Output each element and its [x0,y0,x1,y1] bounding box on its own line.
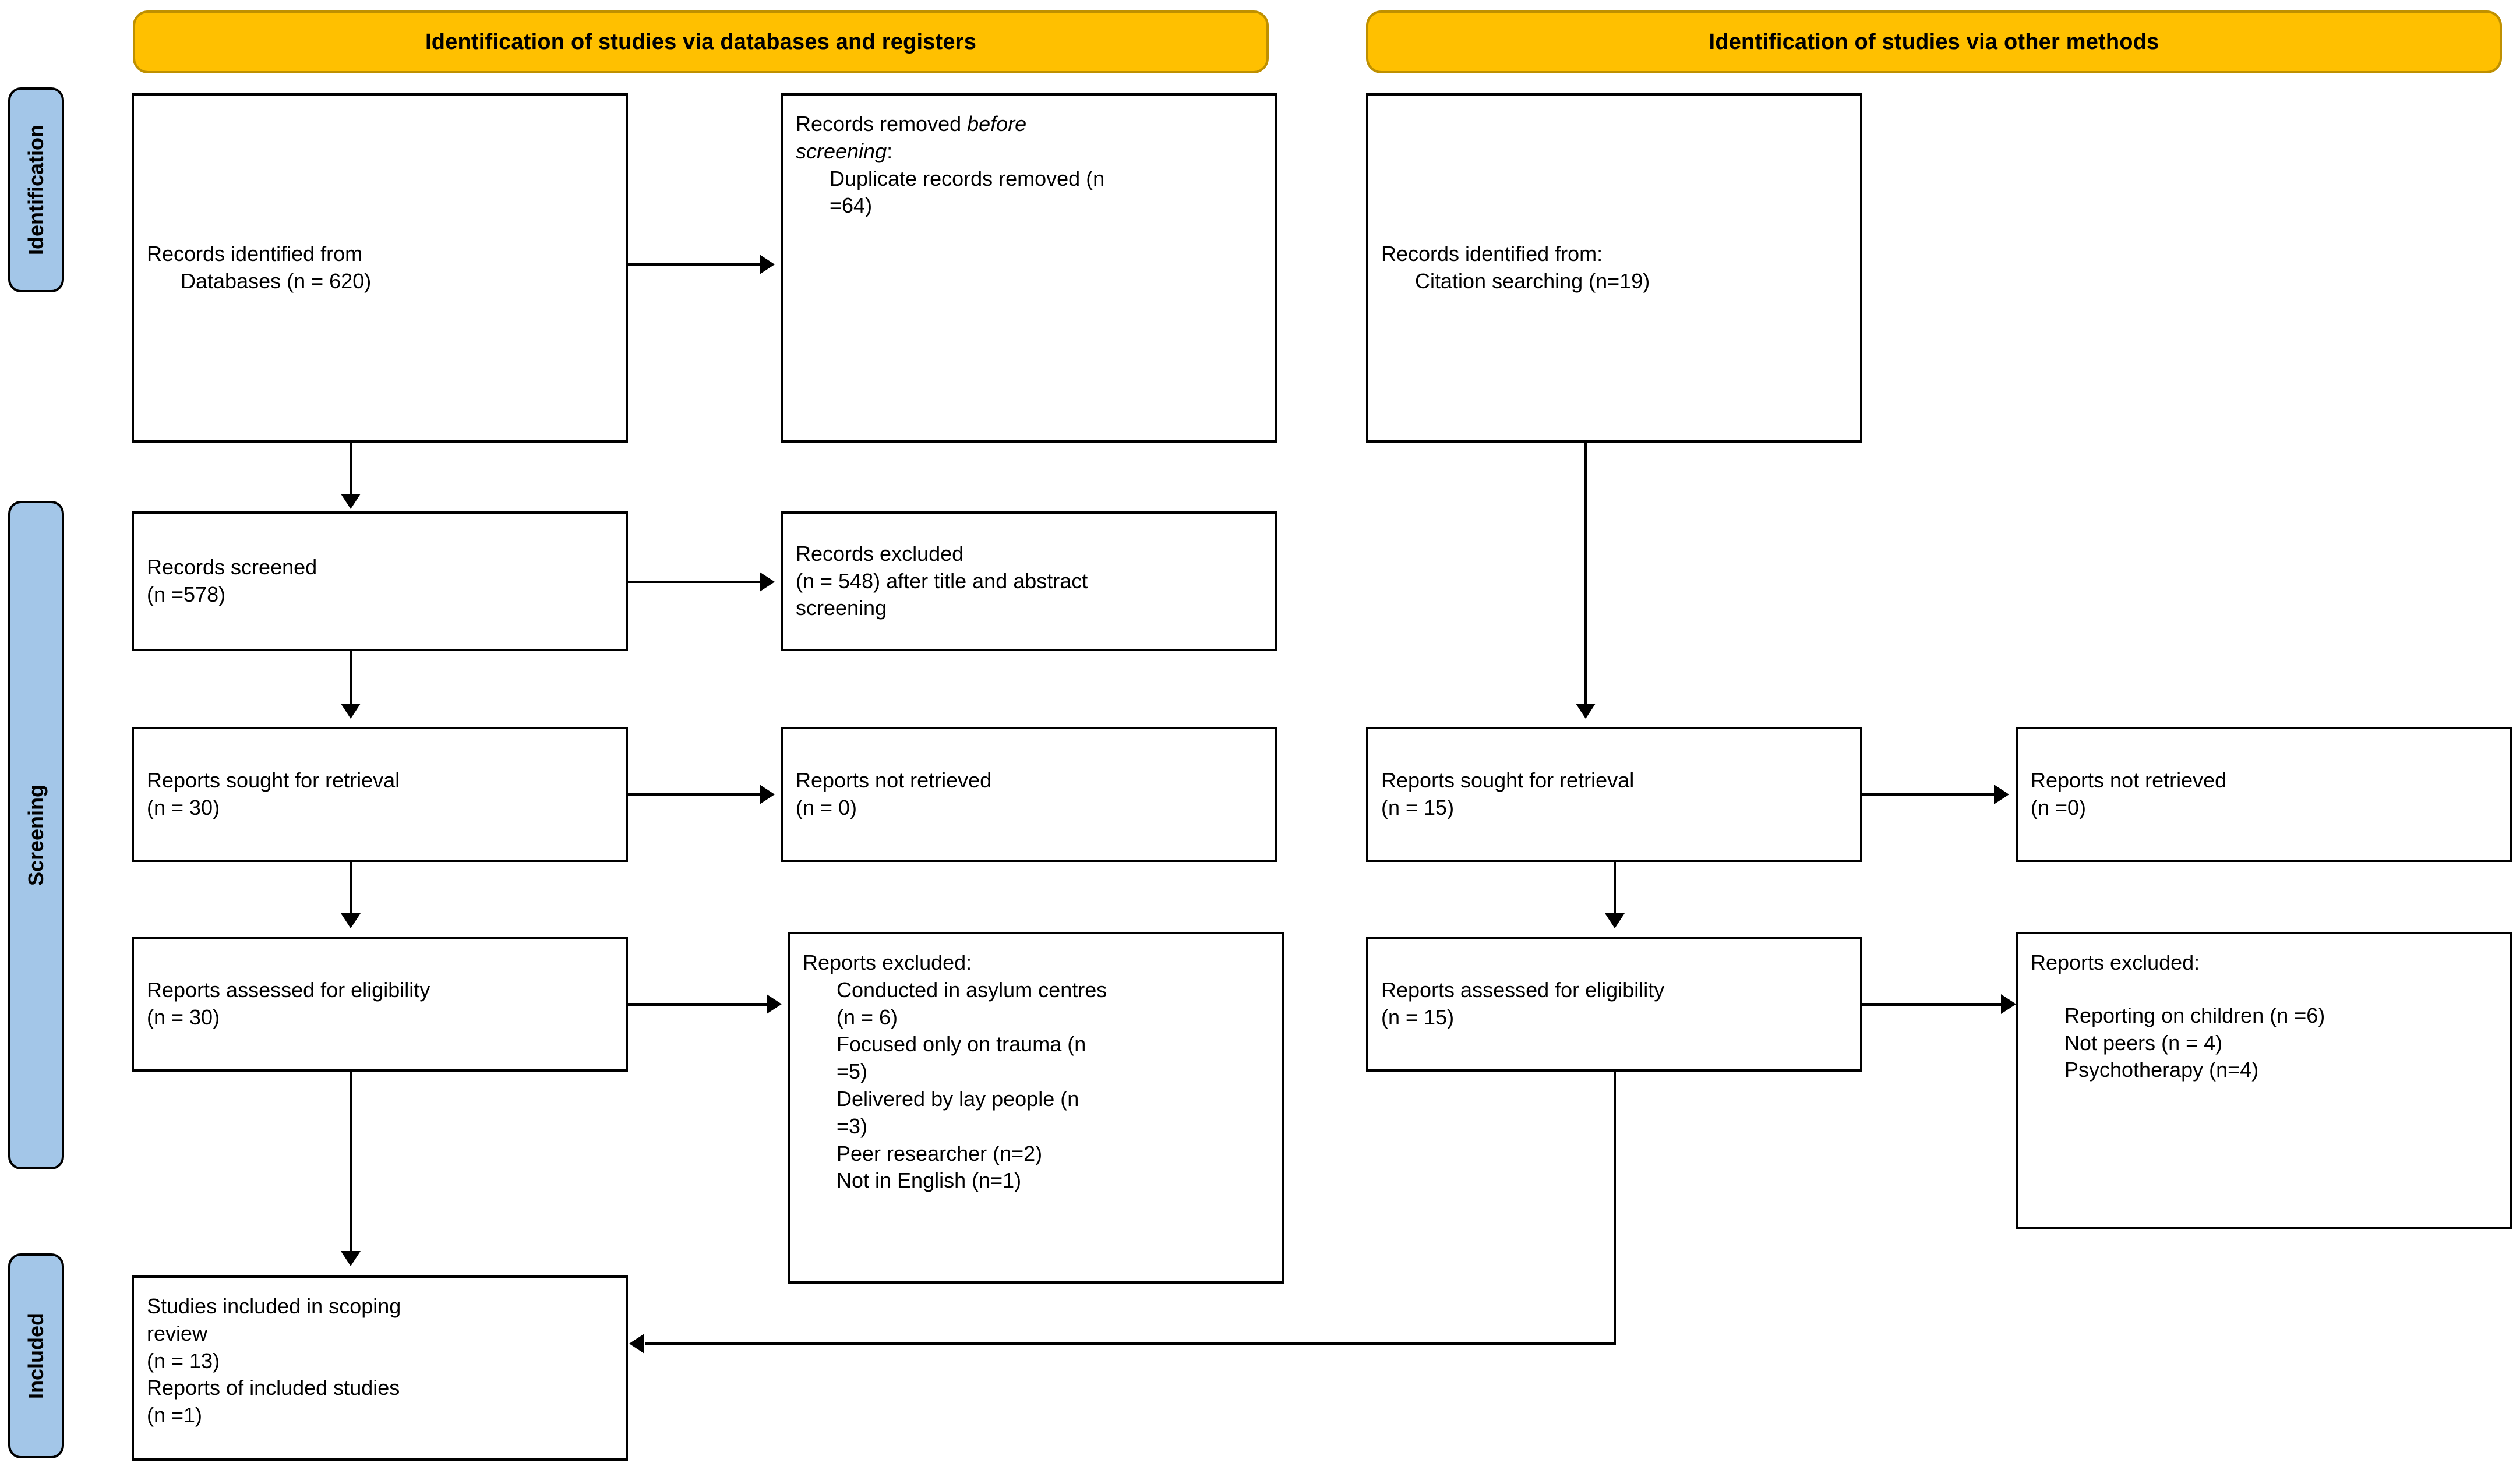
stage-tab-identification-label: Identification [24,125,48,255]
box-reports-excluded-left: Reports excluded: Conducted in asylum ce… [788,932,1284,1284]
reports-not-retrieved-right-line2: (n =0) [2031,796,2087,819]
connector-identified-to-sought-right [1584,443,1587,705]
box-records-excluded-screening: Records excluded (n = 548) after title a… [781,511,1277,651]
box-reports-eligibility-right: Reports assessed for eligibility (n = 15… [1366,937,1862,1072]
arrowhead-sought-to-notretrieved-left [760,785,775,804]
records-excluded-line1: Records excluded [796,541,964,566]
stage-tab-included: Included [8,1253,64,1458]
reports-excluded-left-item: Conducted in asylum centres [837,977,1107,1002]
box-reports-not-retrieved-right: Reports not retrieved (n =0) [2016,727,2512,862]
records-identified-line2: Databases (n = 620) [181,269,372,293]
reports-sought-left-line1: Reports sought for retrieval [147,768,400,793]
reports-excluded-right-item: Not peers (n = 4) [2064,1030,2223,1055]
connector-eligibility-to-excluded-left [628,1003,768,1006]
records-identified-other-line2: Citation searching (n=19) [1415,269,1650,293]
arrowhead-right-to-included [629,1334,644,1354]
banner-other-methods: Identification of studies via other meth… [1366,10,2502,73]
arrowhead-sought-to-eligibility-left [341,913,361,928]
records-removed-line4: =64) [830,193,873,218]
connector-right-eligibility-down [1614,1072,1616,1345]
records-removed-line1: Records removed before [796,112,1027,136]
records-removed-line3: Duplicate records removed (n [830,166,1105,190]
connector-sought-to-notretrieved-right [1862,793,1995,796]
reports-excluded-left-item: Focused only on trauma (n [837,1032,1086,1057]
reports-excluded-left-item: =5) [837,1059,868,1084]
reports-excluded-right-item: Reporting on children (n =6) [2064,1003,2325,1027]
records-excluded-line3: screening [796,596,887,620]
box-reports-sought-right: Reports sought for retrieval (n = 15) [1366,727,1862,862]
connector-identified-to-removed [628,263,761,266]
spacer [2031,977,2497,1002]
records-removed-line2: screening: [796,139,893,163]
reports-not-retrieved-right-line1: Reports not retrieved [2031,768,2227,793]
reports-excluded-left-item: Peer researcher (n=2) [837,1141,1043,1165]
arrowhead-eligibility-to-excluded-left [767,994,782,1014]
stage-tab-included-label: Included [24,1312,48,1400]
connector-identified-to-screened [350,443,352,496]
box-reports-excluded-right: Reports excluded: Reporting on children … [2016,932,2512,1229]
stage-tab-screening: Screening [8,501,64,1169]
arrowhead-sought-to-notretrieved-right [1994,785,2009,804]
reports-excluded-left-item: (n = 6) [837,1005,898,1029]
arrowhead-identified-to-screened [341,494,361,509]
box-records-identified-other: Records identified from: Citation search… [1366,93,1862,443]
reports-excluded-left-item: Delivered by lay people (n [837,1086,1079,1111]
reports-not-retrieved-left-line2: (n = 0) [796,796,857,819]
reports-sought-right-line2: (n = 15) [1381,796,1455,819]
reports-not-retrieved-left-line1: Reports not retrieved [796,768,992,793]
connector-sought-to-eligibility-right [1614,862,1616,916]
reports-eligibility-right-line2: (n = 15) [1381,1005,1455,1029]
reports-excluded-left-item: Not in English (n=1) [837,1168,1022,1193]
box-records-removed-before-screening: Records removed before screening: Duplic… [781,93,1277,443]
arrowhead-identified-to-removed [760,255,775,274]
connector-screened-to-sought [350,651,352,705]
stage-tab-screening-label: Screening [24,784,48,886]
reports-sought-left-line2: (n = 30) [147,796,220,819]
box-records-identified-databases: Records identified from Databases (n = 6… [132,93,628,443]
records-identified-other-line1: Records identified from: [1381,242,1603,266]
arrowhead-identified-to-sought-right [1576,704,1596,719]
records-screened-line2: (n =578) [147,582,226,606]
records-screened-line1: Records screened [147,555,317,580]
box-studies-included: Studies included in scoping review (n = … [132,1275,628,1461]
studies-included-line2: review [147,1321,208,1345]
reports-excluded-right-item: Psychotherapy (n=4) [2064,1058,2259,1082]
reports-sought-right-line1: Reports sought for retrieval [1381,768,1635,793]
connector-eligibility-to-included [350,1072,352,1252]
records-excluded-line2: (n = 548) after title and abstract [796,568,1088,593]
studies-included-line5: (n =1) [147,1403,203,1428]
reports-excluded-left-heading: Reports excluded: [803,951,972,974]
reports-eligibility-right-line1: Reports assessed for eligibility [1381,978,1665,1002]
connector-sought-to-notretrieved-left [628,793,761,796]
studies-included-line3: (n = 13) [147,1348,220,1373]
box-reports-eligibility-left: Reports assessed for eligibility (n = 30… [132,937,628,1072]
arrowhead-eligibility-to-included [341,1251,361,1266]
studies-included-line1: Studies included in scoping [147,1294,401,1318]
box-records-screened: Records screened (n =578) [132,511,628,651]
connector-right-to-included-horizontal [645,1342,1616,1345]
arrowhead-screened-to-excluded [760,572,775,592]
banner-databases-registers: Identification of studies via databases … [133,10,1269,73]
reports-eligibility-left-line1: Reports assessed for eligibility [147,978,430,1002]
arrowhead-eligibility-to-excluded-right [2001,994,2016,1014]
connector-sought-to-eligibility-left [350,862,352,916]
studies-included-line4: Reports of included studies [147,1376,400,1400]
connector-eligibility-to-excluded-right [1862,1003,2002,1006]
box-reports-not-retrieved-left: Reports not retrieved (n = 0) [781,727,1277,862]
reports-excluded-left-item: =3) [837,1114,868,1138]
connector-screened-to-excluded [628,581,761,583]
reports-excluded-right-heading: Reports excluded: [2031,951,2200,974]
stage-tab-identification: Identification [8,87,64,292]
records-identified-line1: Records identified from [147,242,363,266]
arrowhead-screened-to-sought [341,704,361,719]
reports-eligibility-left-line2: (n = 30) [147,1005,220,1029]
box-reports-sought-left: Reports sought for retrieval (n = 30) [132,727,628,862]
arrowhead-sought-to-eligibility-right [1605,913,1625,928]
